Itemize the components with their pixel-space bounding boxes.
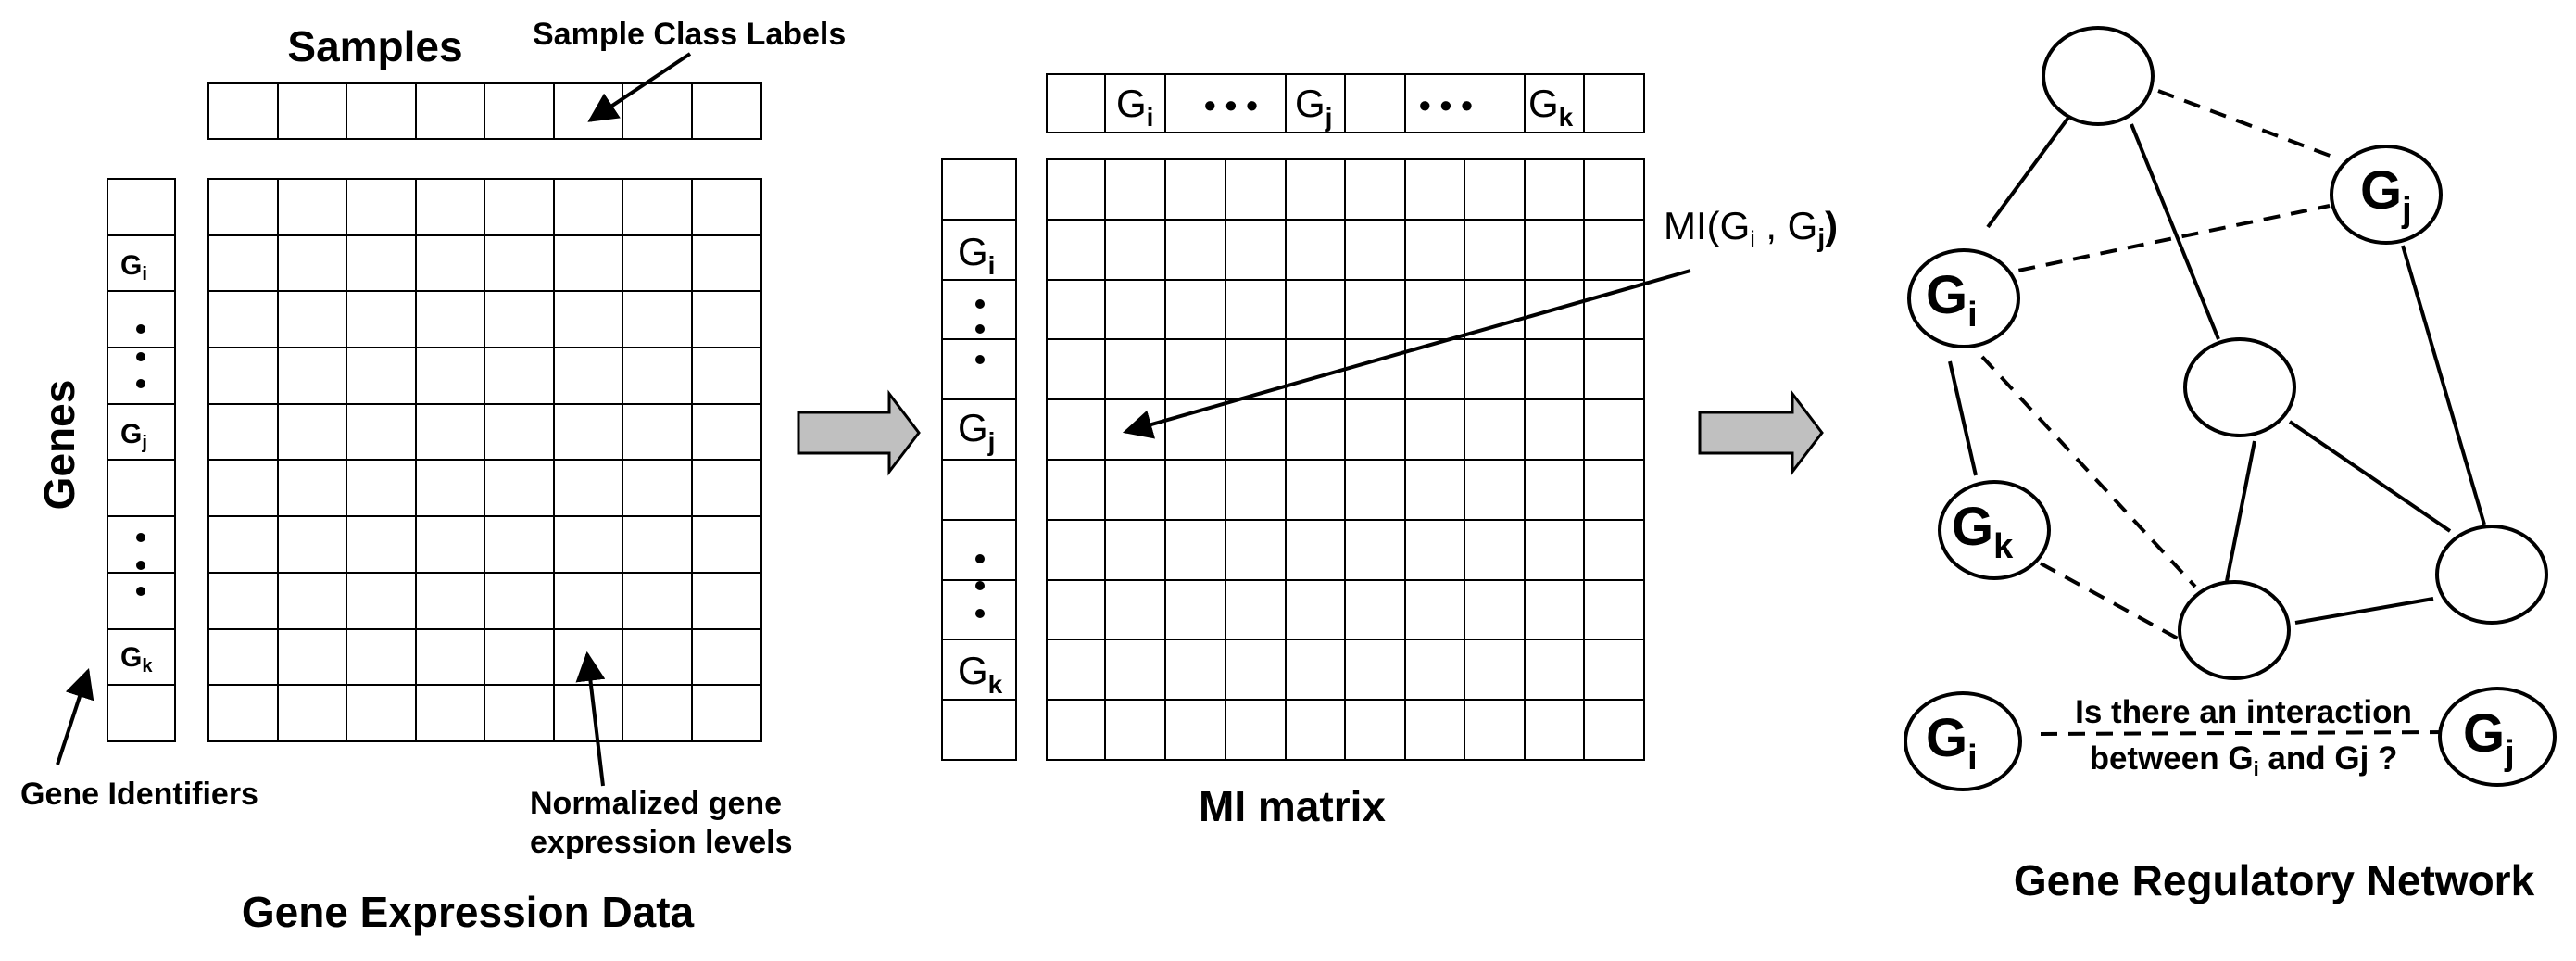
network-node-gi — [1907, 248, 2020, 348]
network-edge — [2288, 420, 2452, 533]
normalized-levels-line2: expression levels — [530, 825, 793, 860]
network-panel: Gj Gi Gk Gi Gj Is there an interaction b… — [1904, 26, 2557, 904]
mi-row-gi: Gi — [958, 230, 995, 280]
mi-panel: Gi • • • Gj • • • Gk Gi Gj Gk — [941, 73, 1876, 830]
network-edge — [2225, 440, 2256, 582]
network-edge — [2130, 123, 2220, 340]
sample-class-labels-arrow — [587, 52, 692, 122]
mi-header-gk: Gk — [1528, 82, 1574, 132]
flow-arrow — [1698, 389, 1824, 476]
node-label-gj: Gj — [2360, 160, 2412, 230]
mi-gene-column — [941, 158, 1017, 761]
flow-arrow — [797, 389, 921, 476]
normalized-levels-arrow — [575, 651, 606, 787]
network-node-gj — [2330, 145, 2443, 245]
network-edge-dashed — [2040, 730, 2447, 736]
query-node-gi — [1904, 691, 2022, 791]
query-label-gi: Gi — [1926, 708, 1978, 778]
gene-id-gi: Gi — [120, 250, 147, 285]
network-node — [2183, 337, 2296, 437]
interaction-question-line1: Is there an interaction — [2075, 694, 2412, 730]
mi-value-arrow — [1122, 269, 1691, 439]
ellipsis-dot — [975, 581, 985, 590]
ellipsis-dot — [136, 533, 145, 542]
ellipsis-dot — [975, 299, 985, 309]
ellipsis-dot — [136, 352, 145, 361]
network-edge-dashed — [1991, 204, 2331, 278]
network-edge-dashed — [2040, 562, 2180, 641]
gene-expression-caption: Gene Expression Data — [242, 888, 695, 936]
mi-matrix — [1046, 158, 1645, 761]
gene-identifiers-arrow — [56, 667, 94, 765]
gene-identifiers-column — [107, 178, 176, 742]
sample-labels-row — [207, 82, 762, 140]
genes-label: Genes — [35, 380, 83, 511]
node-label-gi: Gi — [1926, 265, 1978, 335]
expression-matrix — [207, 178, 762, 742]
node-label-gk: Gk — [1952, 497, 2014, 566]
mi-header-row — [1046, 73, 1645, 133]
ellipsis-dot — [136, 379, 145, 388]
mi-header-ellipsis: • • • — [1419, 86, 1473, 124]
mi-gi-gj-label: MI(Gi , Gj) — [1664, 204, 1838, 252]
gene-id-gj: Gj — [120, 419, 147, 453]
ellipsis-dot — [136, 324, 145, 334]
mi-row-gk: Gk — [958, 649, 1003, 699]
network-edge — [2401, 245, 2486, 525]
query-node-gj — [2438, 687, 2557, 787]
mi-row-gj: Gj — [958, 406, 995, 456]
network-node — [2435, 525, 2548, 625]
query-label-gj: Gj — [2463, 703, 2515, 773]
network-node — [2178, 580, 2291, 680]
gene-regulatory-network-caption: Gene Regulatory Network — [2014, 856, 2535, 904]
ellipsis-dot — [975, 355, 985, 364]
normalized-levels-line1: Normalized gene — [530, 786, 782, 821]
network-edge-dashed — [1980, 355, 2197, 588]
expression-panel: Samples Sample Class Labels — [20, 17, 846, 936]
network-edge-dashed — [2157, 89, 2341, 161]
mi-header-ellipsis: • • • — [1204, 86, 1258, 124]
gene-identifiers-text: Gene Identifiers — [20, 777, 258, 812]
ellipsis-dot — [975, 609, 985, 618]
ellipsis-dot — [975, 324, 985, 334]
ellipsis-dot — [136, 561, 145, 570]
ellipsis-dot — [136, 587, 145, 596]
samples-label: Samples — [287, 22, 462, 70]
network-edge — [1948, 360, 1978, 476]
gene-id-gk: Gk — [120, 642, 153, 676]
interaction-question-line2: between Gi and Gj ? — [2090, 740, 2398, 780]
mi-header-gj: Gj — [1295, 82, 1332, 132]
network-edge — [1986, 116, 2070, 229]
mi-label-background — [1653, 190, 1876, 255]
network-edge — [2294, 597, 2434, 625]
mi-header-gi: Gi — [1116, 82, 1153, 132]
network-node — [2042, 26, 2155, 126]
sample-class-labels-text: Sample Class Labels — [533, 17, 846, 52]
network-node-gk — [1938, 480, 2051, 580]
ellipsis-dot — [975, 554, 985, 563]
mi-matrix-caption: MI matrix — [1199, 782, 1386, 830]
